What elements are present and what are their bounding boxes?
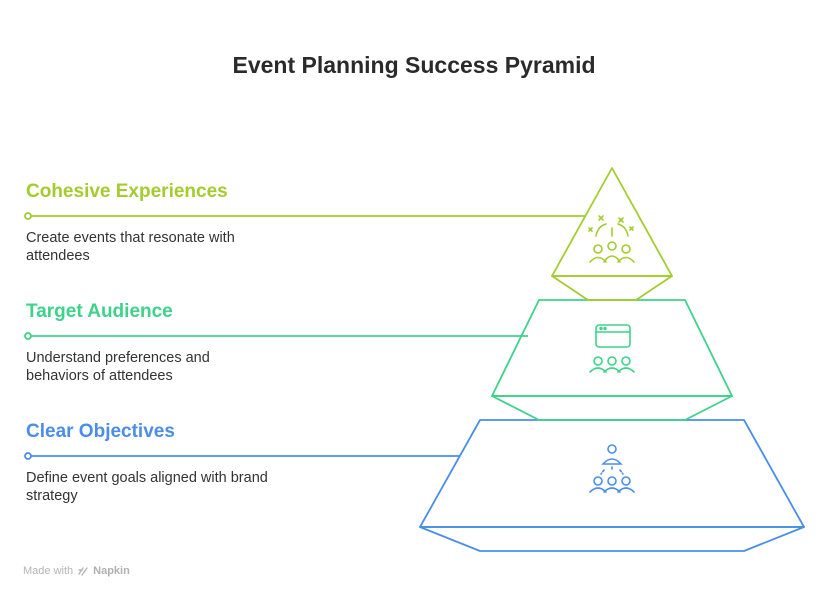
level-heading-cohesive-experiences: Cohesive Experiences bbox=[26, 181, 228, 202]
pyramid-tier-top bbox=[551, 167, 673, 301]
footer-watermark: Made with Napkin bbox=[23, 565, 130, 577]
level-description-target-audience: Understand preferences and behaviors of … bbox=[26, 350, 210, 384]
level-description-clear-objectives: Define event goals aligned with brand st… bbox=[26, 470, 268, 504]
connector-middle bbox=[24, 332, 528, 340]
leader-team-icon bbox=[589, 444, 635, 493]
audience-screen-icon bbox=[589, 324, 635, 373]
page-title: Event Planning Success Pyramid bbox=[232, 52, 596, 78]
connector-bottom bbox=[24, 452, 460, 460]
connector-top bbox=[24, 212, 586, 220]
level-heading-target-audience: Target Audience bbox=[26, 301, 173, 322]
pyramid-tier-middle bbox=[491, 299, 733, 421]
footer-brand: Napkin bbox=[93, 565, 130, 577]
level-heading-clear-objectives: Clear Objectives bbox=[26, 421, 175, 442]
footer-made-with: Made with bbox=[23, 565, 74, 577]
level-description-cohesive-experiences: Create events that resonate with attende… bbox=[26, 230, 235, 264]
celebration-crowd-icon bbox=[588, 215, 635, 263]
napkin-logo-icon bbox=[78, 567, 88, 576]
